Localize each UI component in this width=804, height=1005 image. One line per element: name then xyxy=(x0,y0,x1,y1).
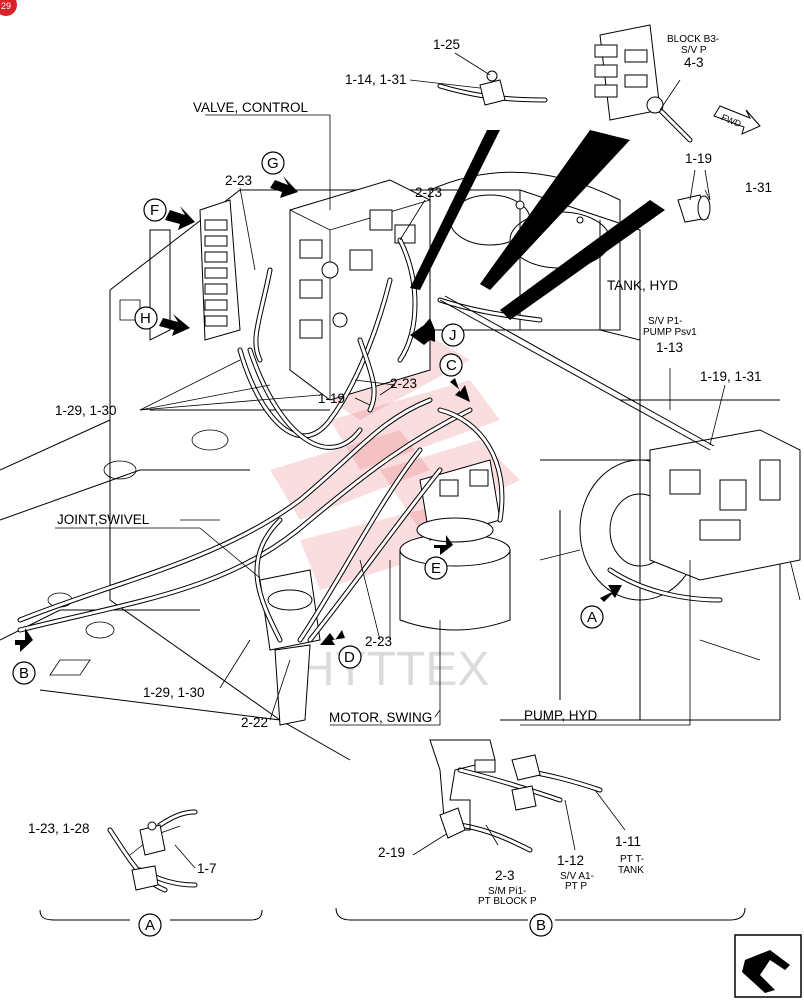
hose-bundle xyxy=(17,83,723,853)
callout-j: J xyxy=(441,323,465,347)
fitting-1-19-top xyxy=(677,194,711,223)
callout-g: G xyxy=(261,151,285,175)
callout-arrows xyxy=(15,176,622,652)
label-1-31-top: 1-31 xyxy=(745,180,772,195)
label-1-11: 1-11 xyxy=(615,834,641,849)
callout-e: E xyxy=(424,556,448,580)
label-valve-control: VALVE, CONTROL xyxy=(193,100,309,115)
block-b3 xyxy=(594,24,664,121)
label-1-23-1-28: 1-23, 1-28 xyxy=(28,821,90,836)
part-labels: VALVE, CONTROL BLOCK B3- S/V P 4-3 TANK,… xyxy=(55,34,772,730)
callout-c: C xyxy=(439,353,463,377)
page-badge: 29 xyxy=(0,0,17,16)
detail-a-callout: A xyxy=(138,913,162,937)
label-pt-p: PT P xyxy=(565,881,587,892)
label-2-23-b: 2-23 xyxy=(415,185,442,200)
detail-a: 1-23, 1-28 1-7 A xyxy=(28,809,263,937)
watermark-text: HYTTEX xyxy=(300,643,489,696)
next-page-arrow-icon[interactable] xyxy=(734,934,802,998)
label-1-19-1-31-right: 1-19, 1-31 xyxy=(700,369,762,384)
label-sv-p1: S/V P1- xyxy=(648,316,682,327)
svg-text:F: F xyxy=(150,202,159,219)
label-joint-swivel: JOINT,SWIVEL xyxy=(57,512,150,527)
label-1-19-mid: 1-19 xyxy=(318,391,345,406)
callout-f: F xyxy=(143,198,167,222)
svg-text:J: J xyxy=(449,327,457,344)
svg-text:B: B xyxy=(19,665,29,682)
callout-d: D xyxy=(338,645,362,669)
callout-letters: F G H J C E D B A xyxy=(12,151,604,685)
label-1-29-1-30-b: 1-29, 1-30 xyxy=(143,685,205,700)
callout-h: H xyxy=(134,306,158,330)
label-2-3: 2-3 xyxy=(495,868,515,883)
label-2-23-a: 2-23 xyxy=(225,173,252,188)
label-tank-hyd: TANK, HYD xyxy=(607,278,678,293)
label-tank: TANK xyxy=(618,865,644,876)
leader-lines xyxy=(55,52,726,869)
callout-b: B xyxy=(12,661,36,685)
svg-text:G: G xyxy=(267,155,279,172)
control-valve xyxy=(289,179,431,401)
svg-text:A: A xyxy=(587,609,597,626)
tube-1-13-outer xyxy=(444,295,715,447)
clamp-1-25 xyxy=(479,70,506,106)
leader-wedges xyxy=(410,130,665,320)
label-pt-t: PT T- xyxy=(620,854,644,865)
svg-text:A: A xyxy=(145,917,155,934)
label-1-14-1-31: 1-14, 1-31 xyxy=(345,72,407,87)
label-1-25: 1-25 xyxy=(433,37,460,52)
fwd-arrow: FWD xyxy=(713,105,761,135)
svg-text:H: H xyxy=(140,310,151,327)
label-2-19: 2-19 xyxy=(378,845,405,860)
svg-text:C: C xyxy=(446,357,457,374)
label-1-7: 1-7 xyxy=(197,861,217,876)
page-badge-number: 29 xyxy=(1,1,11,11)
tube-1-13 xyxy=(439,299,711,451)
label-pump-psv1: PUMP Psv1 xyxy=(643,327,697,338)
label-sv-a1: S/V A1- xyxy=(560,871,594,882)
svg-text:E: E xyxy=(431,560,441,577)
label-2-23-d: 2-23 xyxy=(365,634,392,649)
pilot-block xyxy=(199,199,241,341)
label-1-12: 1-12 xyxy=(557,853,584,868)
label-1-13: 1-13 xyxy=(656,340,683,355)
svg-text:B: B xyxy=(536,917,546,934)
label-pt-block-p: PT BLOCK P xyxy=(478,896,537,907)
label-1-19-top: 1-19 xyxy=(685,151,712,166)
label-pump-hyd: PUMP, HYD xyxy=(524,708,598,723)
hydraulic-pump xyxy=(579,429,801,601)
label-2-22: 2-22 xyxy=(241,715,268,730)
label-4-3: 4-3 xyxy=(684,55,704,70)
label-sm-pi1: S/M Pi1- xyxy=(488,886,526,897)
label-2-23-c: 2-23 xyxy=(390,376,417,391)
callout-a: A xyxy=(580,605,604,629)
label-motor-swing: MOTOR, SWING xyxy=(329,710,432,725)
label-block-b3: BLOCK B3- xyxy=(667,34,719,45)
detail-b: 2-19 2-3 S/M Pi1- PT BLOCK P 1-12 S/V A1… xyxy=(335,739,746,937)
label-sv-p: S/V P xyxy=(681,45,707,56)
detail-b-callout: B xyxy=(529,913,553,937)
label-1-29-1-30-a: 1-29, 1-30 xyxy=(55,403,117,418)
svg-text:D: D xyxy=(344,649,355,666)
